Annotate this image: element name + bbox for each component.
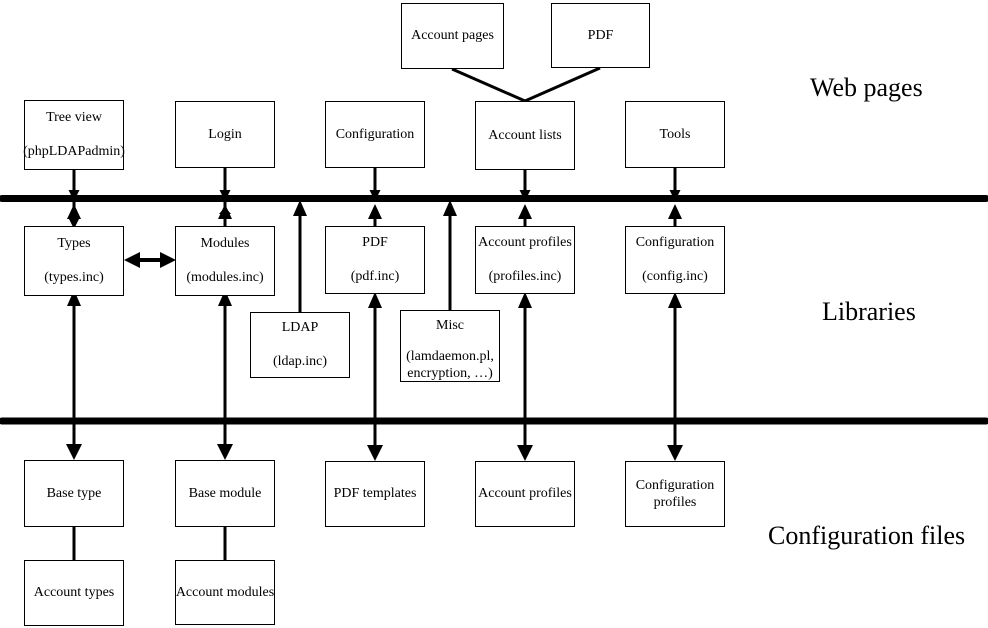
node-misc-lib-title: Misc — [436, 318, 464, 333]
node-tree-view[interactable]: Tree view (phpLDAPadmin) — [23, 100, 125, 170]
arrowhead-up-modules — [218, 204, 232, 219]
node-types-lib-title: Types — [57, 236, 91, 251]
arrowhead-up-base-type — [67, 290, 81, 306]
arrowhead-up-ldap — [293, 200, 307, 216]
node-config-lib-title: Configuration — [635, 235, 715, 250]
arrowhead-down-config-profiles — [667, 445, 683, 461]
node-account-pages-title: Account pages — [411, 28, 494, 43]
node-tree-view-sub: (phpLDAPadmin) — [23, 144, 125, 159]
node-modules-lib-sub: (modules.inc) — [186, 270, 264, 285]
node-configuration-profiles-files[interactable]: Configuration profiles — [625, 461, 725, 527]
node-tools-title: Tools — [659, 126, 691, 142]
arrowhead-up-types — [67, 204, 81, 219]
node-pdf-lib[interactable]: PDF (pdf.inc) — [325, 226, 425, 294]
node-pdf-top-title: PDF — [587, 27, 614, 43]
node-configuration-page[interactable]: Configuration — [325, 101, 425, 168]
band-label-web-pages: Web pages — [810, 73, 923, 102]
arrowhead-up-pdf-lib — [368, 204, 382, 219]
node-account-lists-title: Account lists — [488, 127, 562, 143]
node-account-types[interactable]: Account types — [24, 560, 124, 626]
node-account-modules-title: Account modules — [175, 584, 275, 600]
node-configuration-page-title: Configuration — [335, 126, 415, 142]
arrowhead-up-config-profiles — [668, 292, 682, 308]
node-base-module[interactable]: Base module — [175, 460, 275, 527]
arrowhead-left-types — [124, 252, 140, 268]
node-account-types-title: Account types — [33, 585, 115, 600]
node-pdf-lib-title: PDF — [362, 235, 388, 250]
node-login-title: Login — [208, 126, 242, 142]
arrowhead-up-profiles-lib — [518, 204, 532, 219]
link-pdf-to-account-lists — [524, 66, 601, 103]
arrowhead-right-modules — [160, 252, 176, 268]
node-account-pages[interactable]: Account pages — [401, 3, 504, 69]
node-account-profiles-files-title: Account profiles — [478, 486, 572, 501]
node-types-lib-sub: (types.inc) — [44, 270, 104, 285]
node-config-lib[interactable]: Configuration (config.inc) — [625, 226, 725, 294]
band-label-libraries: Libraries — [822, 297, 916, 326]
arrowhead-down-account-profiles — [517, 445, 533, 461]
node-misc-lib-sub: (lamdaemon.pl, encryption, …) — [406, 349, 494, 381]
node-account-modules[interactable]: Account modules — [175, 560, 275, 625]
node-account-profiles-files[interactable]: Account profiles — [475, 461, 575, 527]
band-label-configuration-files: Configuration files — [768, 521, 966, 550]
node-misc-lib[interactable]: Misc (lamdaemon.pl, encryption, …) — [400, 310, 500, 382]
link-account-pages-to-account-lists — [451, 67, 526, 103]
arrowhead-up-misc — [443, 200, 457, 216]
arrowhead-down-pdf-templates — [367, 445, 383, 461]
node-pdf-templates-title: PDF templates — [333, 486, 417, 501]
node-profiles-lib-sub: (profiles.inc) — [488, 269, 562, 284]
arrowhead-up-account-profiles — [518, 292, 532, 308]
node-ldap-lib[interactable]: LDAP (ldap.inc) — [250, 312, 350, 378]
node-base-type-title: Base type — [46, 485, 102, 501]
node-base-module-title: Base module — [188, 485, 262, 501]
node-pdf-lib-sub: (pdf.inc) — [350, 269, 400, 284]
arrowhead-down-base-module — [217, 444, 233, 460]
node-profiles-lib[interactable]: Account profiles (profiles.inc) — [475, 226, 575, 294]
node-modules-lib-title: Modules — [200, 236, 250, 251]
node-configuration-profiles-files-title: Configuration profiles — [635, 478, 715, 510]
node-modules-lib[interactable]: Modules (modules.inc) — [175, 226, 275, 296]
arrowhead-down-base-type — [66, 444, 82, 460]
arrowhead-up-pdf-templates — [368, 292, 382, 308]
node-tools[interactable]: Tools — [625, 101, 725, 168]
arrowhead-up-base-module — [218, 290, 232, 306]
node-pdf-templates[interactable]: PDF templates — [325, 461, 425, 527]
node-tree-view-title: Tree view — [46, 110, 102, 125]
node-ldap-lib-sub: (ldap.inc) — [272, 354, 328, 369]
node-pdf-top[interactable]: PDF — [551, 3, 650, 68]
node-profiles-lib-title: Account profiles — [478, 235, 572, 250]
node-types-lib[interactable]: Types (types.inc) — [24, 226, 124, 296]
arrowhead-up-config-lib — [668, 204, 682, 219]
node-base-type[interactable]: Base type — [24, 460, 124, 527]
node-ldap-lib-title: LDAP — [281, 320, 319, 335]
node-account-lists[interactable]: Account lists — [475, 101, 575, 170]
node-login[interactable]: Login — [175, 101, 275, 168]
node-config-lib-sub: (config.inc) — [642, 269, 708, 284]
